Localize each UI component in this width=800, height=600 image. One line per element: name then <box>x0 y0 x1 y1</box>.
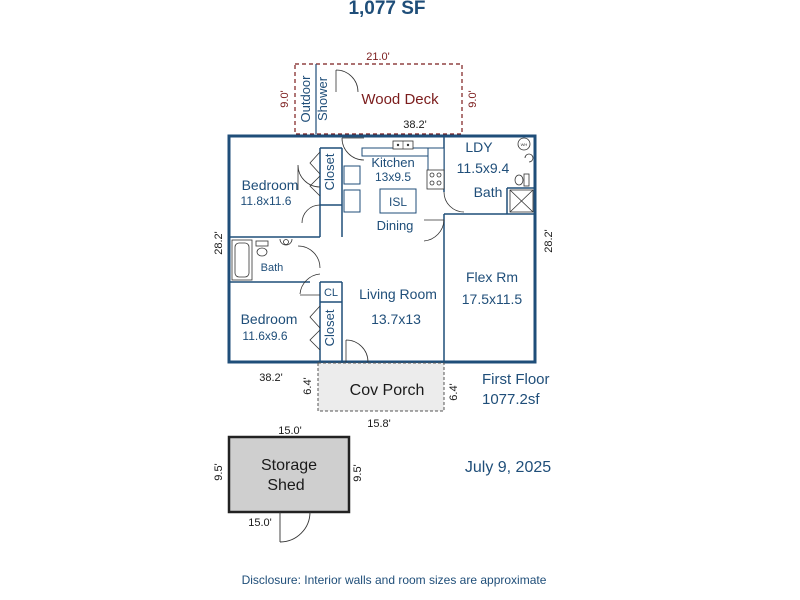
toilet-right-icon <box>514 173 530 187</box>
stove-icon <box>426 169 445 190</box>
main-house: WH <box>213 119 555 384</box>
bathtub-icon <box>231 239 253 281</box>
door-bath-left-2-icon <box>297 245 321 269</box>
shed-top-dim: 15.0' <box>278 425 302 437</box>
bedroom1-size: 11.8x11.6 <box>241 194 292 208</box>
door-bath-left-icon <box>301 204 321 224</box>
sink-icon <box>392 140 414 150</box>
outdoor-shower-label-2: Shower <box>315 76 330 121</box>
house-bottom-dim: 38.2' <box>259 372 283 384</box>
floor-area: 1077.2sf <box>482 391 540 408</box>
porch-label: Cov Porch <box>350 382 425 399</box>
closet1-doors <box>309 151 321 197</box>
kitchen-counter-left-2 <box>343 189 361 213</box>
floor-name: First Floor <box>482 371 550 388</box>
shed-outline <box>227 435 351 514</box>
covered-porch: Cov Porch 15.8' 6.4' 6.4' <box>302 362 460 430</box>
deck-right-dim: 9.0' <box>467 90 479 107</box>
bedroom2-label: Bedroom <box>241 311 298 327</box>
house-left-dim: 28.2' <box>213 231 225 255</box>
closet2-doors <box>309 305 321 351</box>
porch-outline <box>317 362 445 412</box>
page-title: 1,077 SF <box>348 0 425 19</box>
shed-right-dim: 9.5' <box>352 464 364 481</box>
shed-label-1: Storage <box>261 457 317 474</box>
living-room-label: Living Room <box>359 286 437 302</box>
bath-right-sink-icon <box>524 153 534 163</box>
laundry-label: LDY <box>465 139 493 155</box>
island-label: ISL <box>389 195 407 209</box>
bedroom2-size: 11.6x9.6 <box>242 329 287 343</box>
door-kitchen-deck-icon <box>341 137 365 161</box>
storage-shed: Storage Shed 15.0' 15.0' 9.5' 9.5' <box>213 425 364 543</box>
flex-room-label: Flex Rm <box>466 269 518 285</box>
porch-left-dim: 6.4' <box>302 377 314 394</box>
deck-label: Wood Deck <box>361 91 439 108</box>
kitchen-counter-left <box>343 165 361 185</box>
deck-left-dim: 9.0' <box>279 90 291 107</box>
shed-door-icon <box>279 511 311 543</box>
house-right-dim: 28.2' <box>543 229 555 253</box>
door-bedroom2-icon <box>299 273 321 296</box>
living-room-size: 13.7x13 <box>371 311 421 327</box>
house-outer-wall <box>227 134 537 364</box>
kitchen-label: Kitchen <box>371 155 414 170</box>
house-top-dim: 38.2' <box>403 119 427 131</box>
shed-bottom-dim: 15.0' <box>248 517 272 529</box>
toilet-left-icon <box>255 240 269 257</box>
porch-right-dim: 6.4' <box>448 383 460 400</box>
deck-door-icon <box>335 69 359 93</box>
bedroom1-label: Bedroom <box>242 177 299 193</box>
disclosure-text: Disclosure: Interior walls and room size… <box>242 573 547 587</box>
cl-label: CL <box>324 287 338 299</box>
bath-left-sink-icon <box>279 238 293 246</box>
kitchen-size: 13x9.5 <box>375 170 411 184</box>
wh-label: WH <box>521 142 528 147</box>
outdoor-shower-label-1: Outdoor <box>298 75 313 123</box>
deck-outline <box>294 63 463 135</box>
bath-left-label: Bath <box>261 262 284 274</box>
closet2-label: Closet <box>322 309 337 346</box>
closet1-label: Closet <box>322 153 337 190</box>
kitchen-island <box>379 188 417 214</box>
door-flex-icon <box>423 219 445 242</box>
water-heater-icon: WH <box>517 137 531 151</box>
flex-room-size: 17.5x11.5 <box>462 291 523 307</box>
deck-width-dim: 21.0' <box>366 51 390 63</box>
wood-deck: Wood Deck 21.0' 9.0' 9.0' Outdoor Shower <box>279 51 479 135</box>
shower-stall-icon <box>509 189 534 213</box>
door-front-icon <box>345 339 369 363</box>
shed-left-dim: 9.5' <box>213 463 225 480</box>
door-bedroom1-icon <box>297 164 321 190</box>
laundry-size: 11.5x9.4 <box>457 160 510 176</box>
plan-date: July 9, 2025 <box>465 459 551 476</box>
porch-width-dim: 15.8' <box>367 418 391 430</box>
dining-label: Dining <box>377 218 414 233</box>
bath-right-label: Bath <box>474 184 503 200</box>
shed-label-2: Shed <box>267 477 304 494</box>
door-laundry-icon <box>443 191 465 213</box>
